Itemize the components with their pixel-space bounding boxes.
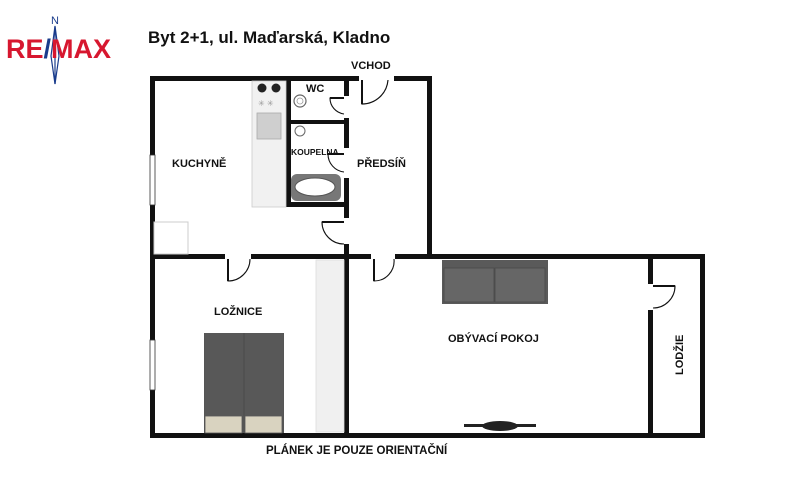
pillow [204,415,243,434]
label-bedroom: LOŽNICE [214,305,262,318]
living-door [373,258,395,282]
stove-burner [257,83,267,93]
toilet [293,94,307,108]
wall-hall-left-d [344,244,349,259]
wall-hall-right [427,76,432,259]
svg-text:✳ ✳: ✳ ✳ [258,99,274,108]
washbasin [294,125,306,137]
bathroom-door [327,153,345,173]
walls [150,76,705,438]
kitchen-counter [251,80,287,208]
windows [149,154,156,391]
label-wc: WC [306,83,324,95]
loggia-door [652,285,676,309]
wall-bedroom-top-mid [251,254,371,259]
wall-hall-left-c [344,178,349,218]
wall-hall-left-b [344,118,349,148]
page-title: Byt 2+1, ul. Maďarská, Kladno [148,28,391,47]
entrance-door [361,79,389,105]
wall-living-top [395,254,705,259]
sofa-cushion [443,267,495,303]
label-loggia: LODŽIE [673,335,686,375]
label-living-room: OBÝVACÍ POKOJ [448,332,539,345]
room-labels: VCHOD WC KOUPELNA KUCHYNĚ PŘEDSÍŇ LOŽNIC… [172,60,686,457]
wall-bottom [150,433,705,438]
doors [225,74,676,310]
bathroom-fixtures [291,94,341,201]
kitchen-fixtures: ✳ ✳ [153,80,287,255]
wall-loggia-b [648,310,653,438]
label-kitchen: KUCHYNĚ [172,157,226,170]
wall-loggia-a [648,254,653,284]
wall-bath-bottom [286,202,346,207]
wall-hall-left-a [344,76,349,96]
bedroom-furniture [204,259,345,434]
wall-wc-bath [286,120,346,124]
kitchen-door [321,221,345,245]
label-hallway: PŘEDSÍŇ [357,157,406,170]
compass-north-letter: N [51,15,59,27]
sofa-cushion [494,267,546,303]
pillow [244,415,283,434]
remax-logo-text: RE/MAX [6,34,112,64]
wall-bath-left [286,76,291,206]
wall-right [700,254,705,438]
wall-bedroom-living [344,254,349,438]
stove-burner [271,83,281,93]
wall-kitchen-bedroom [150,254,225,259]
wardrobe [315,259,345,433]
label-bathroom: KOUPELNA [291,147,339,157]
remax-logo: N RE/MAX [6,12,136,92]
compass-icon: N [50,15,60,85]
footer-note: PLÁNEK JE POUZE ORIENTAČNÍ [266,444,448,457]
wc-door [329,97,345,115]
bedroom-door [227,258,251,282]
kitchen-sink [256,112,282,140]
fridge [153,221,189,255]
label-entrance: VCHOD [351,60,391,72]
living-furniture [442,260,548,431]
